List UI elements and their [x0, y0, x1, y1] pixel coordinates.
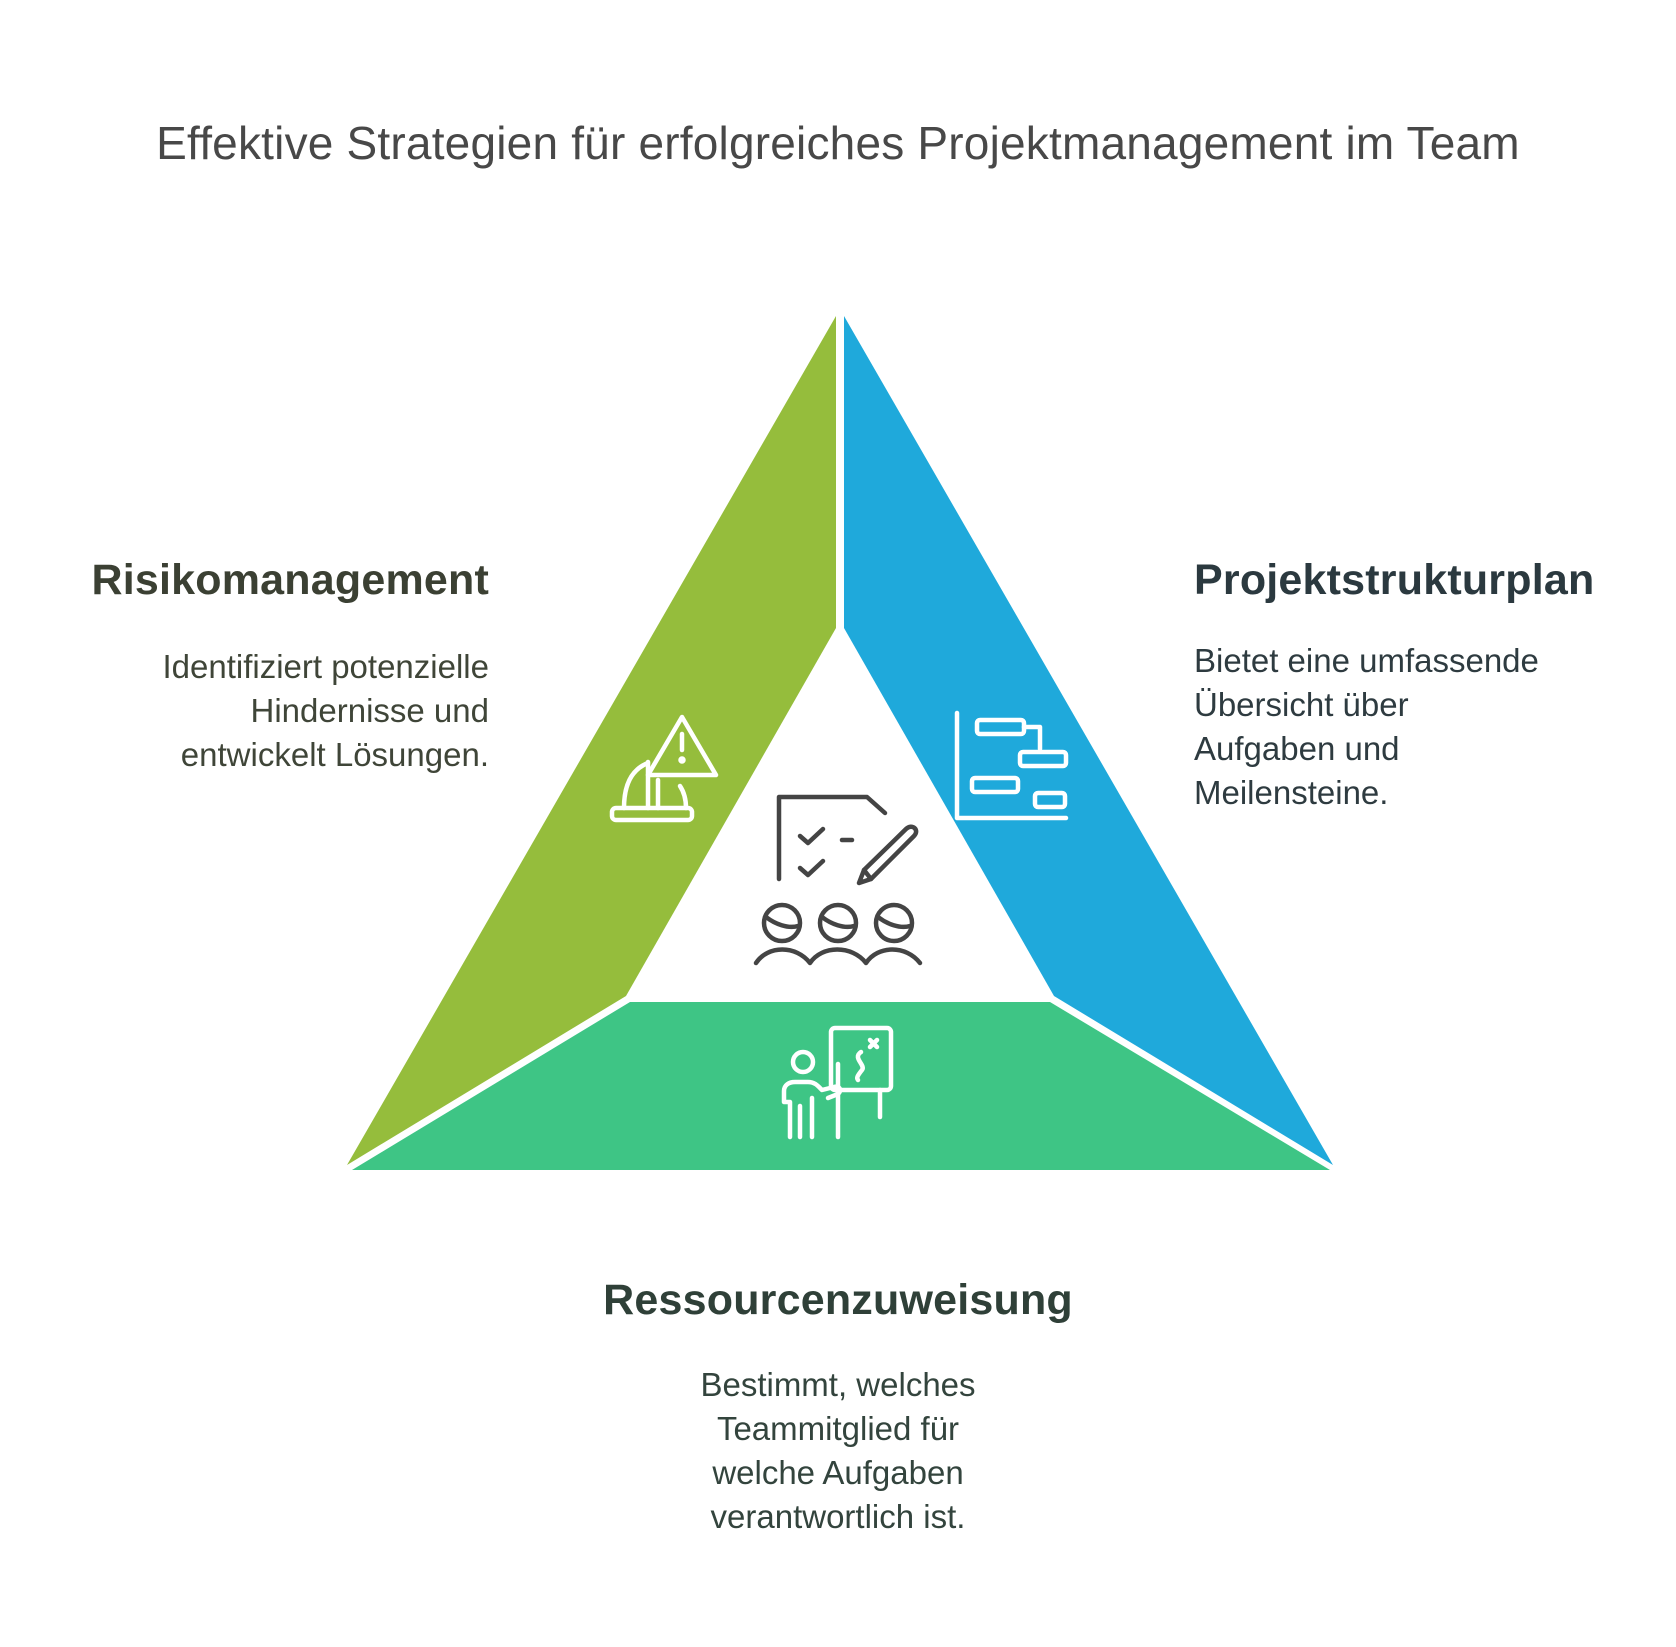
segment-structure[interactable]: [844, 316, 1333, 1165]
risk-heading: Risikomanagement: [91, 556, 489, 604]
risk-description-line: Hindernisse und: [250, 692, 489, 729]
structure-description: Bietet eine umfassende Übersicht über Au…: [1194, 639, 1654, 815]
gantt-chart-icon: [954, 710, 1069, 821]
resources-text-block: Ressourcenzuweisung Bestimmt, welches Te…: [488, 1276, 1188, 1539]
resources-heading: Ressourcenzuweisung: [603, 1276, 1073, 1324]
resources-description-line: Teammitglied für: [716, 1410, 960, 1447]
page-title: Effektive Strategien für erfolgreiches P…: [156, 117, 1520, 169]
structure-description-line: Meilensteine.: [1194, 774, 1389, 811]
risk-text-block: Risikomanagement Identifiziert potenziel…: [49, 556, 490, 777]
structure-description-line: Aufgaben und: [1194, 730, 1400, 767]
structure-heading: Projektstrukturplan: [1194, 556, 1595, 604]
resources-description-line: verantwortlich ist.: [710, 1498, 966, 1535]
resources-description-line: welche Aufgaben: [712, 1454, 964, 1491]
hardhat-warning-icon: [609, 714, 719, 823]
resources-description: Bestimmt, welches Teammitglied für welch…: [488, 1363, 1188, 1539]
risk-description: Identifiziert potenzielle Hindernisse un…: [49, 645, 489, 777]
structure-description-line: Bietet eine umfassende: [1194, 642, 1539, 679]
presenter-whiteboard-icon: [781, 1025, 894, 1140]
segment-resources[interactable]: [352, 1002, 1330, 1170]
risk-description-line: Identifiziert potenzielle: [162, 648, 489, 685]
resources-description-line: Bestimmt, welches: [700, 1366, 976, 1403]
structure-description-line: Übersicht über: [1194, 686, 1409, 723]
risk-description-line: entwickelt Lösungen.: [180, 736, 489, 773]
team-checklist-icon: [753, 794, 923, 966]
segment-risk[interactable]: [347, 316, 836, 1165]
structure-text-block: Projektstrukturplan Bietet eine umfassen…: [1194, 556, 1654, 815]
